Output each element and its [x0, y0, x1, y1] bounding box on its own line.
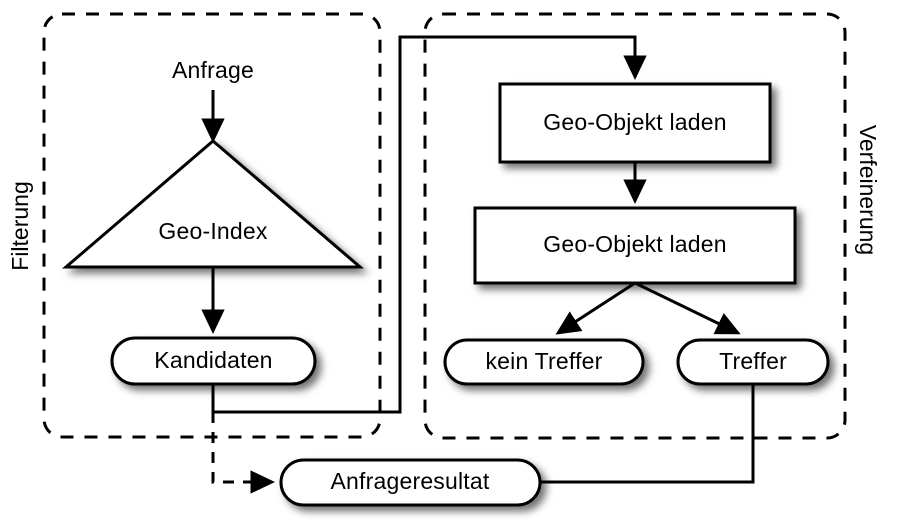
- kein-treffer-stadium-shape: [443, 338, 645, 386]
- node-geo-objekt-laden-2-label: Geo-Objekt laden: [543, 231, 726, 257]
- node-treffer[interactable]: Treffer: [676, 338, 830, 386]
- geo-objekt-laden-2-rect-shape: [473, 206, 797, 285]
- node-kein-treffer[interactable]: kein Treffer: [443, 338, 645, 386]
- node-anfrageresultat[interactable]: Anfrageresultat: [279, 458, 542, 507]
- kandidaten-stadium-shape: [110, 336, 317, 386]
- node-anfrage: Anfrage: [172, 57, 254, 83]
- node-geo-index[interactable]: Geo-Index: [61, 139, 365, 269]
- node-kandidaten-label: Kandidaten: [154, 347, 272, 373]
- geo-objekt-laden-1-rect-shape: [498, 82, 772, 164]
- edge-geo-objekt-laden-2-to-treffer: [634, 281, 741, 335]
- node-geo-index-label: Geo-Index: [158, 218, 267, 244]
- node-geo-objekt-laden-2[interactable]: Geo-Objekt laden: [473, 206, 797, 285]
- node-kandidaten[interactable]: Kandidaten: [110, 336, 317, 386]
- node-treffer-label: Treffer: [719, 348, 787, 374]
- edge-kandidaten-to-anfrageresultat: [211, 412, 276, 494]
- anfrageresultat-stadium-shape: [279, 458, 542, 507]
- node-anfrageresultat-label: Anfrageresultat: [331, 468, 490, 494]
- geo-index-triangle-shape: [61, 139, 365, 269]
- group-box-verfeinerung: [423, 12, 847, 440]
- edge-geo-objekt-laden-2-to-kein-treffer: [555, 281, 636, 335]
- treffer-stadium-shape: [676, 338, 830, 386]
- node-geo-objekt-laden-1-label: Geo-Objekt laden: [543, 109, 726, 135]
- node-kein-treffer-label: kein Treffer: [485, 348, 602, 374]
- group-label-filterung: Filterung: [7, 181, 33, 270]
- node-geo-objekt-laden-1[interactable]: Geo-Objekt laden: [498, 82, 772, 164]
- group-label-verfeinerung: Verfeinerung: [855, 125, 881, 255]
- edge-treffer-to-anfrageresultat: [540, 383, 755, 484]
- node-anfrage-label: Anfrage: [172, 57, 254, 83]
- edge-kandidaten-to-geo-objekt-laden-1: [211, 35, 647, 414]
